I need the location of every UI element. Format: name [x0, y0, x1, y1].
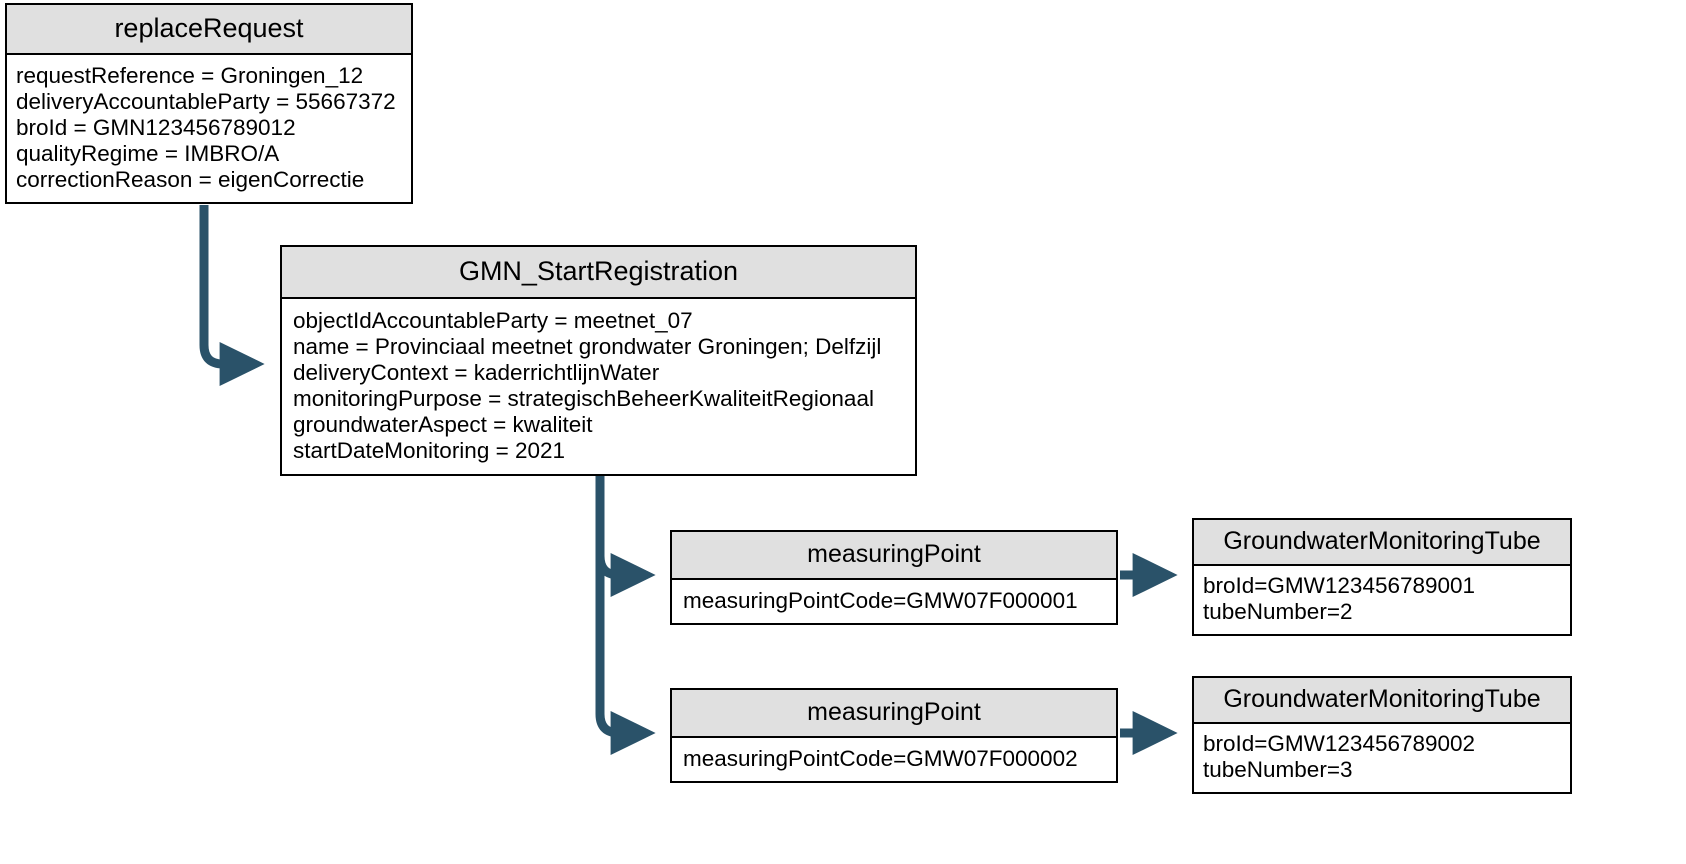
connector-replace-request-to-gmn-startregistration	[199, 205, 265, 387]
attribute-tube-2-bro-id: broId=GMW123456789002	[1203, 731, 1476, 756]
box-title-gmn-startregistration: GMN_StartRegistration	[282, 247, 915, 299]
box-body-groundwater-monitoring-tube-2: broId=GMW123456789002 tubeNumber=3	[1194, 724, 1570, 792]
attribute-delivery-context: deliveryContext = kaderrichtlijnWater	[293, 360, 660, 385]
attribute-groundwater-aspect: groundwaterAspect = kwaliteit	[293, 412, 593, 437]
box-title-groundwater-monitoring-tube-2: GroundwaterMonitoringTube	[1194, 678, 1570, 724]
object-box-groundwater-monitoring-tube-2[interactable]: GroundwaterMonitoringTube broId=GMW12345…	[1192, 676, 1572, 794]
object-box-measuring-point-2[interactable]: measuringPoint measuringPointCode=GMW07F…	[670, 688, 1118, 783]
attribute-tube-2-tube-number: tubeNumber=3	[1203, 757, 1353, 782]
box-title-measuring-point-1: measuringPoint	[672, 532, 1116, 580]
attribute-delivery-accountable-party: deliveryAccountableParty = 55667372	[16, 89, 396, 114]
attribute-monitoring-purpose: monitoringPurpose = strategischBeheerKwa…	[293, 386, 874, 411]
attribute-request-reference: requestReference = Groningen_12	[16, 63, 364, 88]
box-title-groundwater-monitoring-tube-1: GroundwaterMonitoringTube	[1194, 520, 1570, 566]
attribute-measuring-point-code-1: measuringPointCode=GMW07F000001	[683, 588, 1078, 613]
box-body-groundwater-monitoring-tube-1: broId=GMW123456789001 tubeNumber=2	[1194, 566, 1570, 634]
box-body-measuring-point-2: measuringPointCode=GMW07F000002	[672, 738, 1116, 781]
attribute-bro-id: broId = GMN123456789012	[16, 115, 296, 140]
attribute-object-id-accountable-party: objectIdAccountableParty = meetnet_07	[293, 308, 693, 333]
attribute-tube-1-bro-id: broId=GMW123456789001	[1203, 573, 1476, 598]
object-box-gmn-startregistration[interactable]: GMN_StartRegistration objectIdAccountabl…	[280, 245, 917, 476]
attribute-measuring-point-code-2: measuringPointCode=GMW07F000002	[683, 746, 1078, 771]
box-body-replace-request: requestReference = Groningen_12 delivery…	[7, 55, 411, 202]
object-box-replace-request[interactable]: replaceRequest requestReference = Gronin…	[5, 3, 413, 204]
object-box-measuring-point-1[interactable]: measuringPoint measuringPointCode=GMW07F…	[670, 530, 1118, 625]
connector-gmn-startregistration-to-measuring-point-2	[595, 472, 656, 756]
box-title-replace-request: replaceRequest	[7, 5, 411, 55]
attribute-name: name = Provinciaal meetnet grondwater Gr…	[293, 334, 882, 359]
connector-gmn-startregistration-to-measuring-point-1	[595, 472, 656, 598]
box-body-measuring-point-1: measuringPointCode=GMW07F000001	[672, 580, 1116, 623]
attribute-correction-reason: correctionReason = eigenCorrectie	[16, 167, 365, 192]
attribute-quality-regime: qualityRegime = IMBRO/A	[16, 141, 280, 166]
box-title-measuring-point-2: measuringPoint	[672, 690, 1116, 738]
box-body-gmn-startregistration: objectIdAccountableParty = meetnet_07 na…	[282, 299, 915, 474]
attribute-start-date-monitoring: startDateMonitoring = 2021	[293, 438, 566, 463]
attribute-tube-1-tube-number: tubeNumber=2	[1203, 599, 1353, 624]
object-box-groundwater-monitoring-tube-1[interactable]: GroundwaterMonitoringTube broId=GMW12345…	[1192, 518, 1572, 636]
